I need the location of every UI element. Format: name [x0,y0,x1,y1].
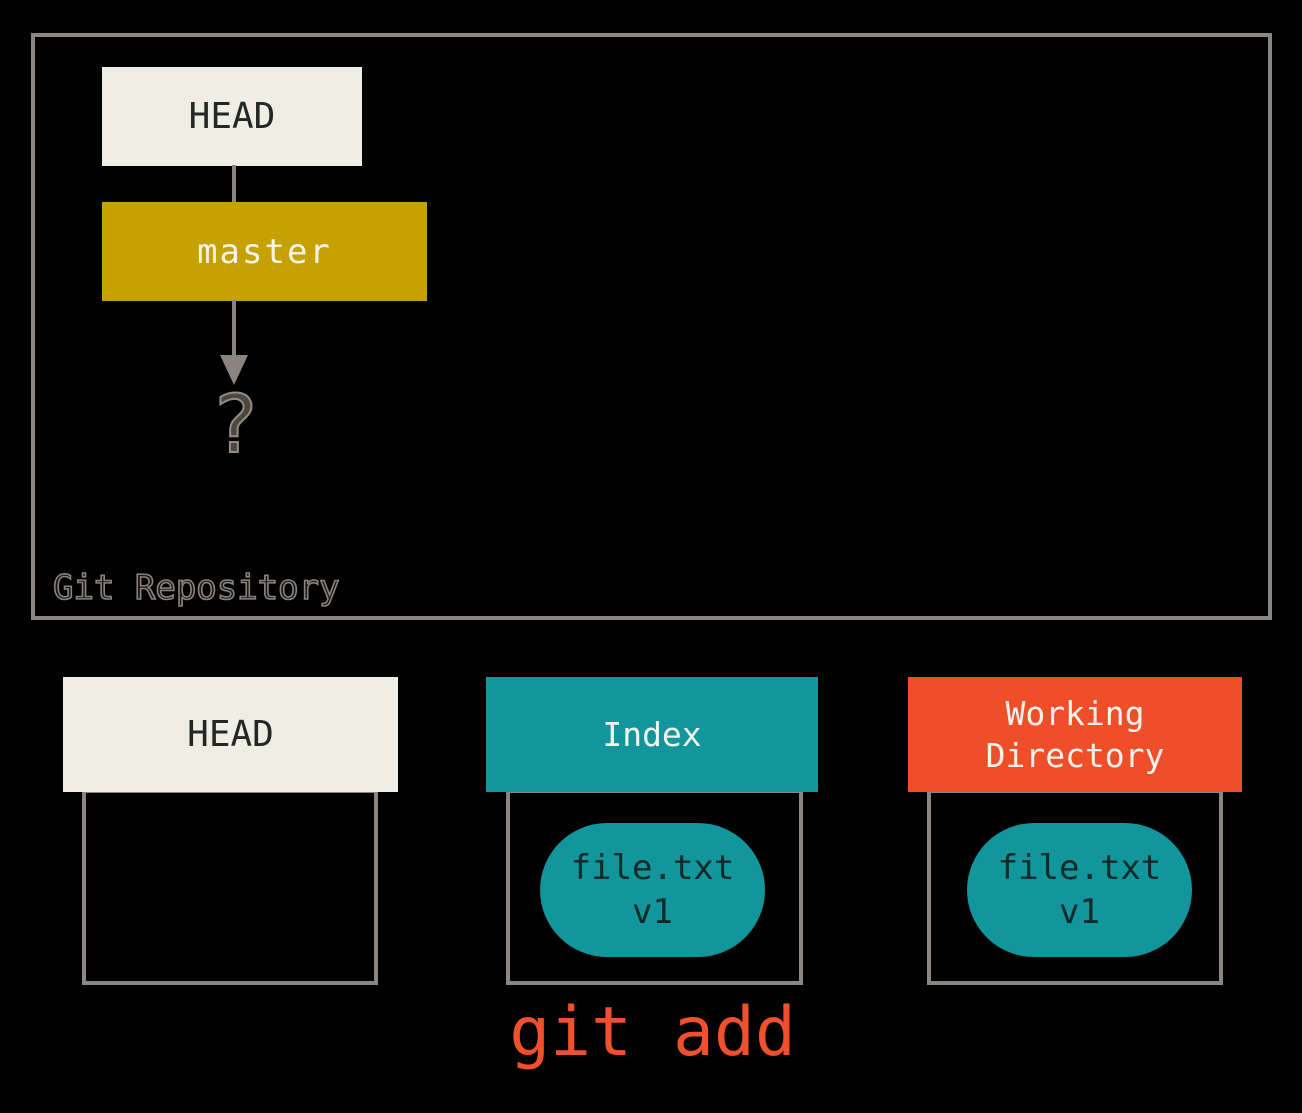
connector-head-to-master [232,165,236,203]
file-version: v1 [632,892,673,932]
index-area-header: Index [486,677,818,792]
arrow-down-icon [220,355,248,385]
master-branch-box: master [102,202,427,301]
head-area-header: HEAD [63,677,398,792]
head-ref-box: HEAD [102,67,362,166]
git-add-command-label: git add [509,993,796,1072]
git-repository-label: Git Repository [52,567,340,609]
git-repository-box: HEAD master ? Git Repository [31,33,1272,620]
working-directory-file-pill: file.txt v1 [967,823,1192,957]
file-name: file.txt [997,847,1162,888]
file-name: file.txt [570,847,735,888]
connector-master-to-commit [232,300,236,356]
working-directory-title: Working Directory [985,694,1165,775]
unknown-commit-mark: ? [210,378,260,471]
index-file-pill: file.txt v1 [540,823,765,957]
file-version: v1 [1059,892,1100,932]
working-directory-header: Working Directory [908,677,1242,792]
head-area-outline [82,789,378,985]
